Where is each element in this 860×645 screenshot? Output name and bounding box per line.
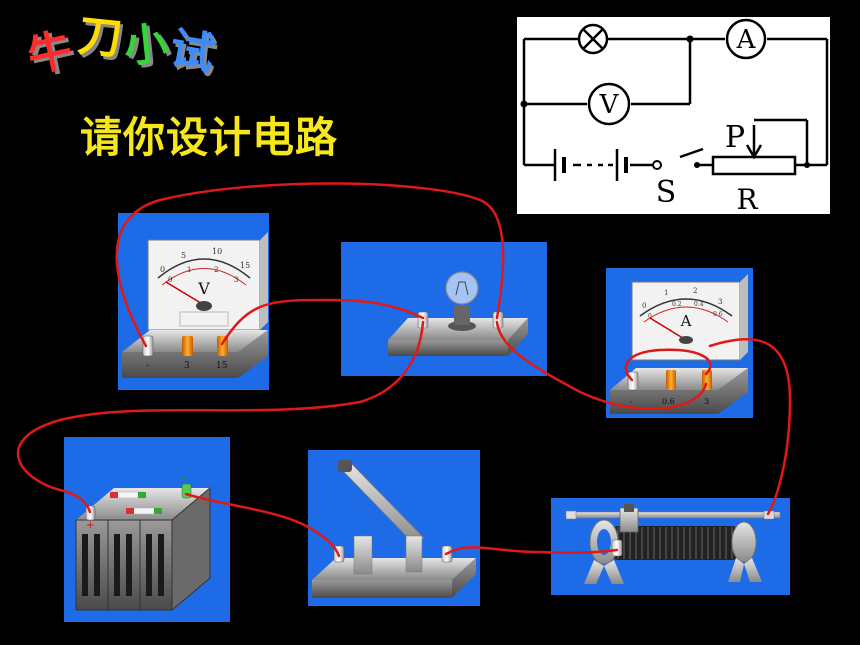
rheostat-device [551,498,790,595]
voltmeter-scale-15: 15 [240,261,250,270]
voltmeter-scale-b0: 0 [168,276,172,284]
wires [16,182,792,558]
ammeter-scale-1: 1 [664,289,668,297]
ammeter-scale-b1: 0.2 [672,301,682,308]
battery-plus-label: + [86,520,94,531]
schematic-rheostat-label: R [736,183,758,214]
schematic-slider-label: P [725,120,745,155]
voltmeter-scale-b3: 3 [234,276,238,284]
lamp-device [341,242,547,376]
ammeter-scale-0: 0 [642,302,646,310]
ammeter-terminal-3: 3 [704,397,709,406]
switch-device [308,450,480,606]
voltmeter-letter: V [197,279,210,298]
ammeter-device: 0 1 2 3 0 0.2 0.4 0.6 A - 0.6 3 [606,268,753,418]
voltmeter-scale-0: 0 [160,265,165,274]
voltmeter-scale-b1: 1 [187,266,191,274]
page-heading: 请你设计电路 [80,113,339,162]
ammeter-scale-2: 2 [693,287,697,295]
schematic-svg: A V S P R [520,18,829,216]
ammeter-scale-b0: 0 [648,313,652,320]
schematic-lamp [577,23,609,55]
ammeter-scale-b3: 0.6 [713,311,723,318]
ammeter-terminal-minus: - [630,397,633,406]
circuit-schematic: A V S P R [517,17,830,216]
voltmeter-scale-10: 10 [212,247,222,256]
schematic-ammeter-label: A [736,25,757,55]
voltmeter-scale-b2: 2 [214,266,218,274]
voltmeter-terminal-minus: - [146,361,149,371]
ammeter-scale-3: 3 [718,298,722,306]
ammeter-scale-b2: 0.4 [694,301,704,308]
voltmeter-terminal-15: 15 [216,361,228,371]
voltmeter-terminal-3: 3 [184,361,190,371]
schematic-voltmeter-label: V [599,90,620,120]
ammeter-terminal-06: 0.6 [662,397,675,406]
voltmeter-device: 0 5 10 15 0 1 2 3 V - 3 15 [118,213,269,390]
schematic-switch-label: S [656,175,677,210]
battery-device: + − [64,437,230,622]
ammeter-letter: A [680,312,692,330]
voltmeter-scale-5: 5 [181,251,186,260]
battery-minus-label: − [180,474,188,485]
